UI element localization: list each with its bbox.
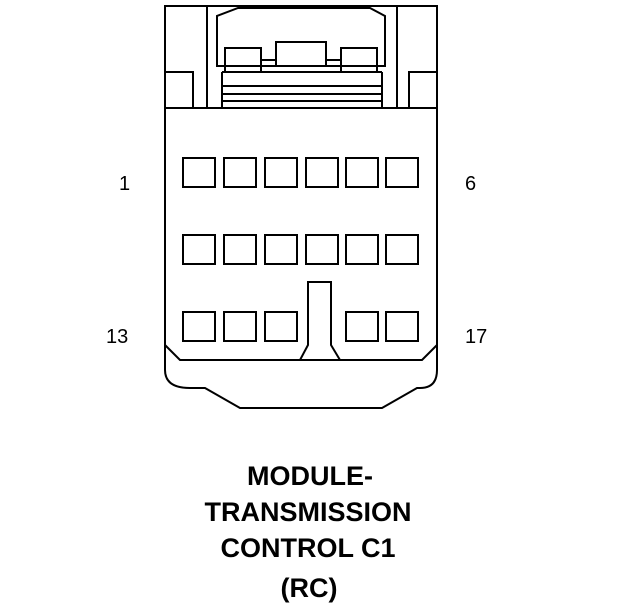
cavity-row-3 bbox=[182, 311, 419, 342]
right-latch-window bbox=[408, 71, 438, 109]
pin-cavity bbox=[264, 311, 298, 342]
pin-cavity bbox=[264, 157, 298, 188]
connector-caption-line-1: MODULE- bbox=[247, 461, 373, 491]
locking-tab-cap bbox=[216, 7, 386, 67]
pin-label-17: 17 bbox=[465, 326, 488, 348]
locking-tab-right-block bbox=[340, 47, 378, 73]
pin-cavity bbox=[385, 234, 419, 265]
locking-tab-center-block bbox=[275, 41, 327, 67]
pin-cavity bbox=[305, 234, 339, 265]
pin-cavity bbox=[305, 157, 339, 188]
pin-cavity bbox=[223, 157, 257, 188]
connector-housing-inner-skirt bbox=[164, 344, 438, 361]
pin-cavity bbox=[182, 234, 216, 265]
pin-cavity bbox=[345, 311, 379, 342]
pin-cavity bbox=[345, 157, 379, 188]
cavity-row-2 bbox=[182, 234, 419, 265]
locking-tab-left-block bbox=[224, 47, 262, 73]
pin-label-1: 1 bbox=[119, 173, 131, 195]
pin-cavity bbox=[223, 311, 257, 342]
connector-housing-outline bbox=[164, 5, 438, 409]
pin-label-6: 6 bbox=[465, 173, 477, 195]
connector-caption-line-3: CONTROL C1 bbox=[220, 533, 396, 563]
pin-cavity bbox=[223, 234, 257, 265]
pin-label-13: 13 bbox=[106, 326, 129, 348]
pin-cavity bbox=[385, 157, 419, 188]
connector-caption-line-4: (RC) bbox=[280, 573, 338, 603]
pin-cavity bbox=[345, 234, 379, 265]
pin-cavity bbox=[182, 157, 216, 188]
pin-cavity bbox=[264, 234, 298, 265]
pin-cavity bbox=[385, 311, 419, 342]
pin-cavity bbox=[182, 311, 216, 342]
left-latch-tower bbox=[206, 6, 222, 109]
center-keying-rib bbox=[298, 281, 342, 361]
left-latch-window bbox=[164, 71, 194, 109]
cavity-row-1 bbox=[182, 157, 419, 188]
connector-caption-line-2: TRANSMISSION bbox=[204, 497, 412, 527]
